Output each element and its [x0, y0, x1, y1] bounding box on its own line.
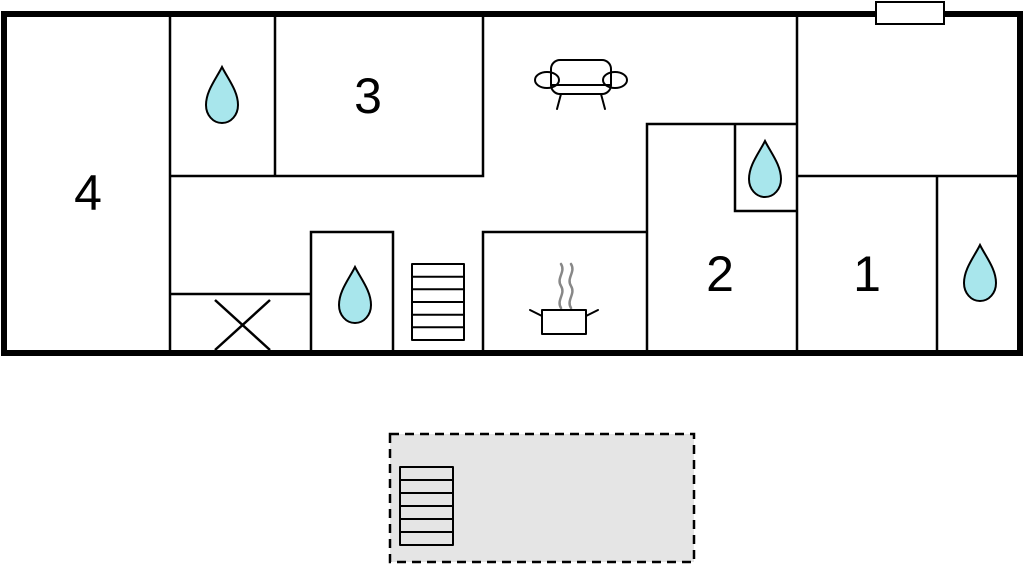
- terrace-area: [388, 432, 696, 564]
- water-drop-icon: [747, 138, 783, 199]
- room-3-label: 3: [354, 68, 382, 124]
- wall-kitchen: [481, 230, 647, 353]
- wall-bath-bottom: [309, 230, 395, 353]
- sofa-icon: [534, 59, 628, 110]
- stairs-icon: [411, 263, 465, 341]
- cooking-pot-icon: [529, 262, 599, 335]
- water-drop-icon: [204, 64, 240, 125]
- room-1-label: 1: [853, 246, 881, 302]
- room-2-label: 2: [706, 246, 734, 302]
- stairs-icon: [399, 466, 454, 546]
- room-4-label: 4: [74, 165, 102, 221]
- closet-cross-b: [214, 299, 271, 351]
- window-icon: [875, 1, 945, 25]
- wall-bath-room-2: [733, 124, 797, 213]
- outer-wall: [1, 11, 1023, 356]
- water-drop-icon: [337, 264, 373, 325]
- wall-room-2: [645, 122, 797, 353]
- water-drop-icon: [962, 242, 998, 303]
